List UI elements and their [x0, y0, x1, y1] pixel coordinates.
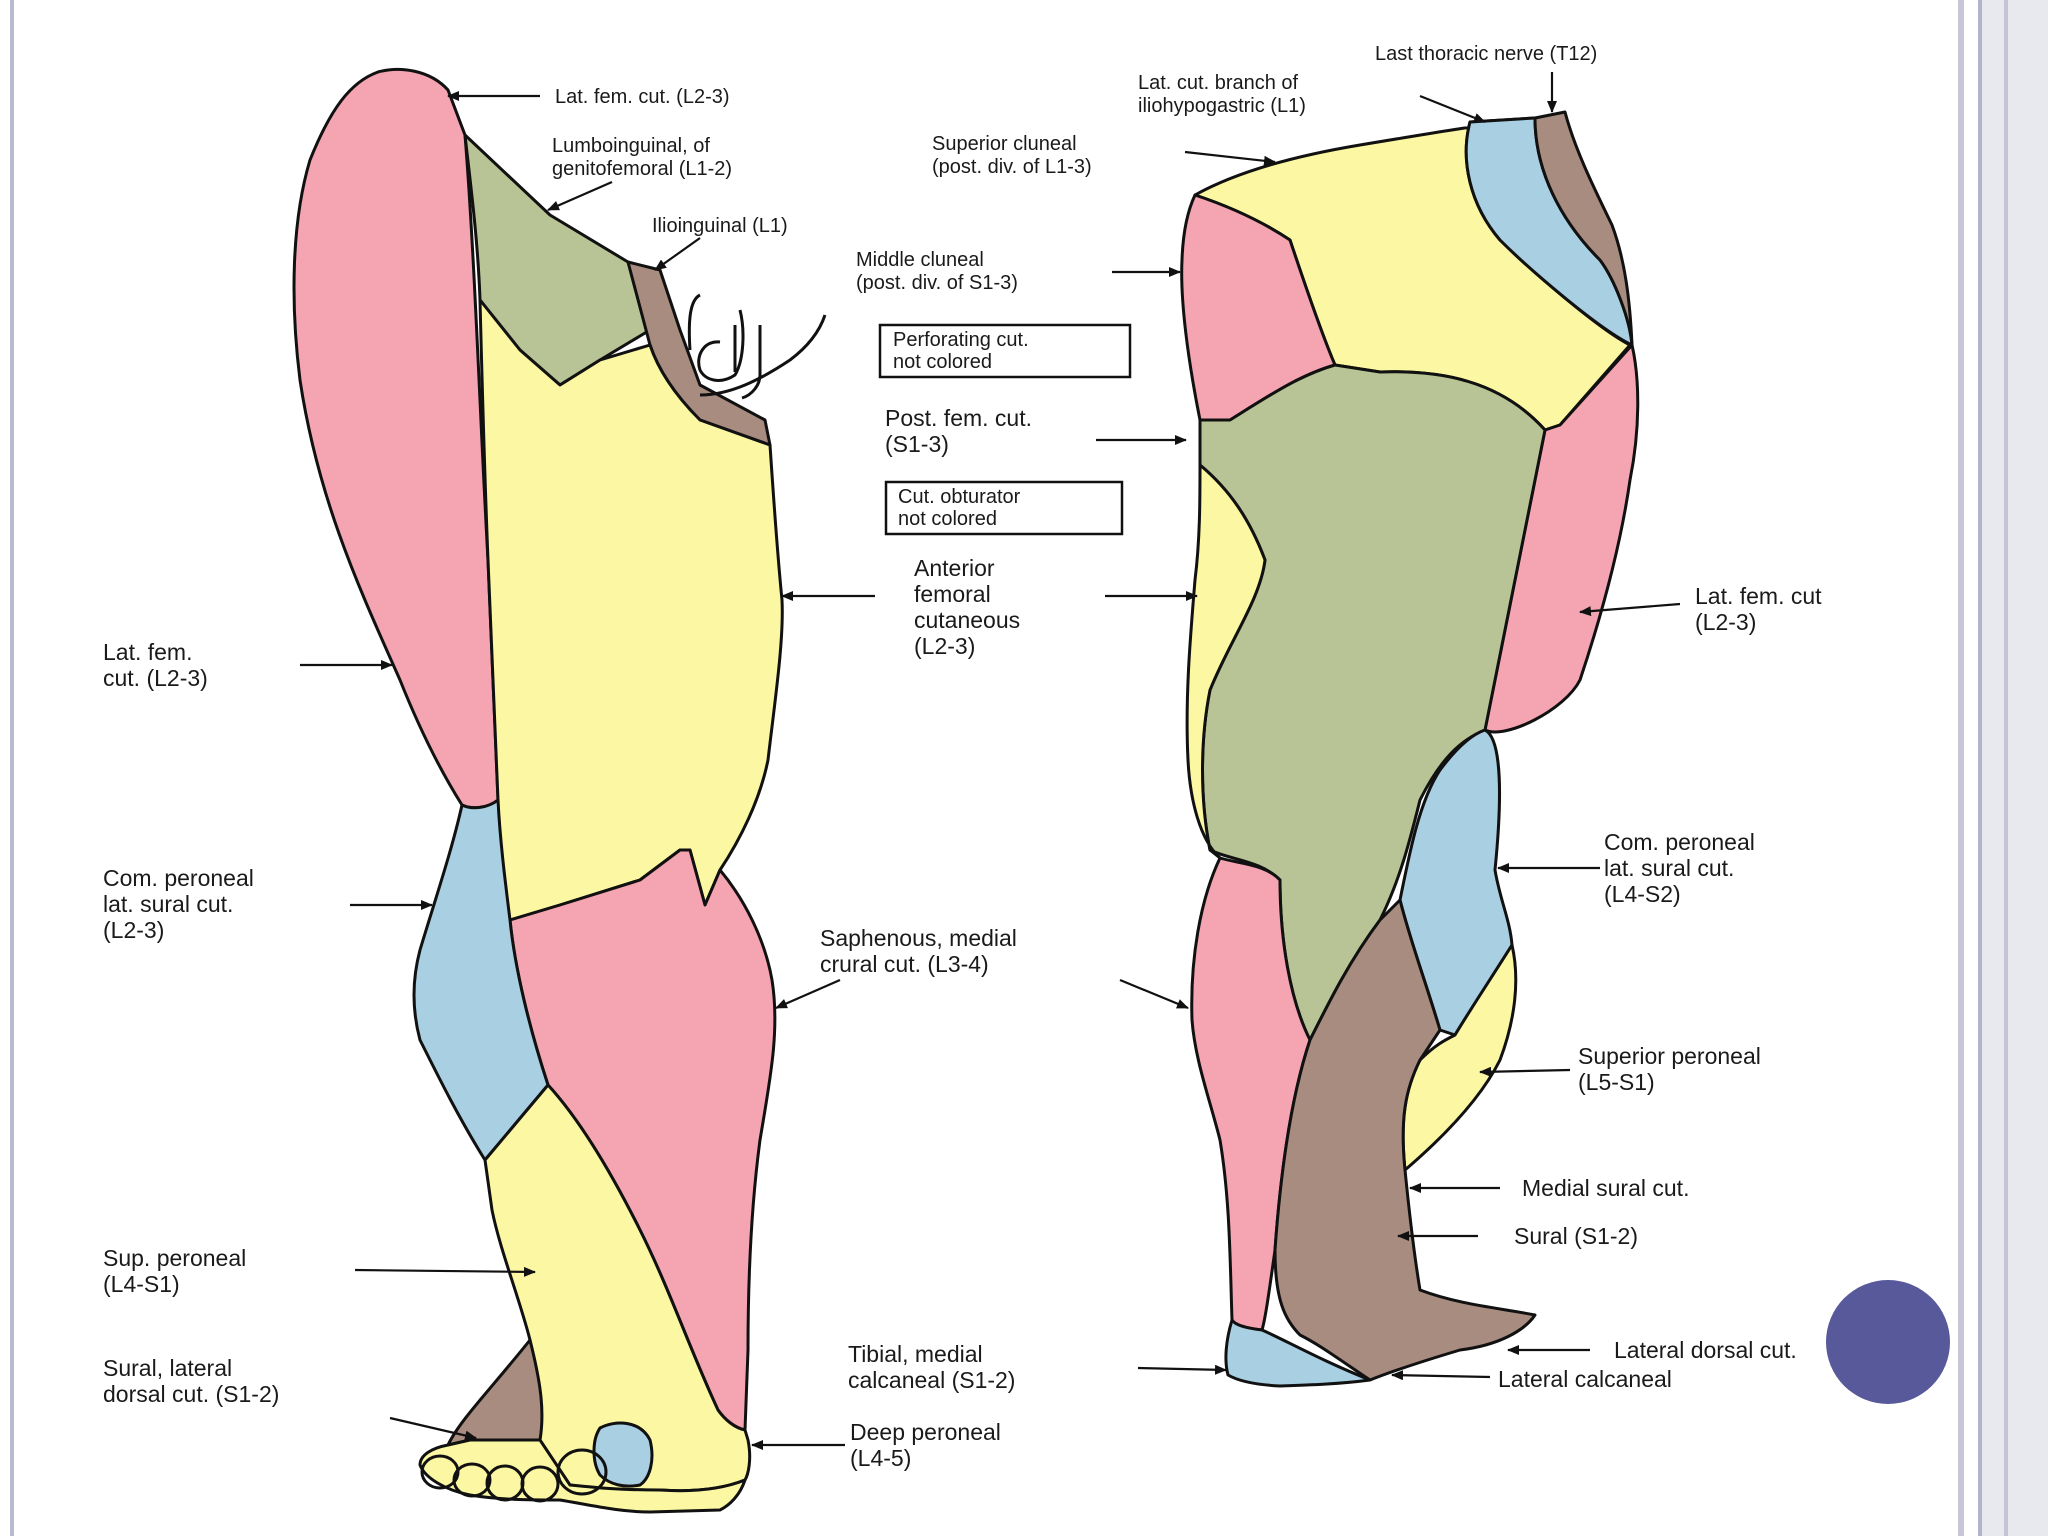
label-sup-peroneal-left-line1: Sup. peroneal — [103, 1245, 246, 1271]
label-lumboinguinal-line1: Lumboinguinal, of — [552, 135, 710, 157]
label-anterior-fem-line2: femoral — [914, 581, 991, 607]
label-saphenous-line1: Saphenous, medial — [820, 925, 1017, 951]
label-superior-peroneal-line2: (L5-S1) — [1578, 1069, 1655, 1095]
label-tibial-line1: Tibial, medial — [848, 1341, 983, 1367]
label-sural-lateral-line2: dorsal cut. (S1-2) — [103, 1381, 279, 1407]
label-anterior-fem-line4: (L2-3) — [914, 633, 975, 659]
label-lat-fem-cut-top: Lat. fem. cut. (L2-3) — [555, 86, 730, 108]
label-com-peroneal-right-line1: Com. peroneal — [1604, 829, 1755, 855]
slide-frame-right-line — [1958, 0, 1964, 1536]
label-lumboinguinal-line2: genitofemoral (L1-2) — [552, 158, 732, 180]
label-cut-obturator-line2: not colored — [898, 508, 997, 530]
label-deep-peroneal-line1: Deep peroneal — [850, 1419, 1001, 1445]
label-lateral-calcaneal: Lateral calcaneal — [1498, 1366, 1672, 1392]
label-post-fem-line1: Post. fem. cut. — [885, 405, 1032, 431]
region-tibial-calcaneal-posterior — [1224, 1318, 1372, 1388]
perforating-box — [878, 323, 1132, 379]
region-sural-posterior — [1273, 898, 1537, 1382]
label-anterior-fem-line1: Anterior — [914, 555, 995, 581]
region-anterior-femoral-anterior — [478, 298, 784, 922]
posterior-leg — [1180, 110, 1640, 1388]
label-ilioinguinal: Ilioinguinal (L1) — [652, 215, 788, 237]
label-lat-fem-cut-left-line2: cut. (L2-3) — [103, 665, 208, 691]
label-last-thoracic: Last thoracic nerve (T12) — [1375, 43, 1597, 65]
toes-anterior — [420, 1448, 608, 1503]
label-perforating-line2: not colored — [893, 351, 992, 373]
region-lat-fem-cut-anterior — [292, 68, 500, 810]
label-post-fem-line2: (S1-3) — [885, 431, 949, 457]
label-deep-peroneal-line2: (L4-5) — [850, 1445, 911, 1471]
region-lumboinguinal-anterior — [463, 133, 652, 387]
slide-nav-dot[interactable] — [1826, 1280, 1950, 1404]
label-tibial-line2: calcaneal (S1-2) — [848, 1367, 1015, 1393]
label-middle-cluneal-line1: Middle cluneal — [856, 249, 984, 271]
label-lateral-dorsal: Lateral dorsal cut. — [1614, 1337, 1797, 1363]
label-lat-cut-branch-line2: iliohypogastric (L1) — [1138, 95, 1306, 117]
region-deep-peroneal-anterior — [592, 1421, 654, 1488]
label-anterior-fem-line3: cutaneous — [914, 607, 1020, 633]
region-sural-lateral-anterior — [446, 1338, 544, 1447]
genital-outline — [687, 293, 827, 397]
label-lat-fem-cut-right-line2: (L2-3) — [1695, 609, 1756, 635]
anterior-leg — [292, 68, 827, 1514]
label-saphenous-line2: crural cut. (L3-4) — [820, 951, 989, 977]
label-superior-cluneal-line2: (post. div. of L1-3) — [932, 156, 1092, 178]
label-sural-lateral-line1: Sural, lateral — [103, 1355, 232, 1381]
region-foot-anterior — [418, 1438, 747, 1514]
label-com-peroneal-right-line2: lat. sural cut. — [1604, 855, 1734, 881]
label-lat-cut-branch-line1: Lat. cut. branch of — [1138, 72, 1299, 94]
label-com-peroneal-left-line3: (L2-3) — [103, 917, 164, 943]
label-superior-peroneal-line1: Superior peroneal — [1578, 1043, 1761, 1069]
region-anterior-femoral-posterior — [1185, 463, 1267, 860]
label-lat-fem-cut-left-line1: Lat. fem. — [103, 639, 192, 665]
label-perforating-line1: Perforating cut. — [893, 329, 1029, 351]
label-superior-cluneal-line1: Superior cluneal — [932, 133, 1077, 155]
arrows — [300, 72, 1681, 1450]
label-sup-peroneal-left-line2: (L4-S1) — [103, 1271, 180, 1297]
label-com-peroneal-left-line1: Com. peroneal — [103, 865, 254, 891]
label-medial-sural: Medial sural cut. — [1522, 1175, 1689, 1201]
label-cut-obturator-line1: Cut. obturator — [898, 486, 1021, 508]
label-middle-cluneal-line2: (post. div. of S1-3) — [856, 272, 1018, 294]
label-sural: Sural (S1-2) — [1514, 1223, 1638, 1249]
region-lat-fem-cut-posterior — [1483, 343, 1640, 734]
slide-frame-right-band — [1978, 0, 2048, 1536]
label-com-peroneal-right-line3: (L4-S2) — [1604, 881, 1681, 907]
label-lat-fem-cut-right-line1: Lat. fem. cut — [1695, 583, 1822, 609]
slide-frame-left — [10, 0, 14, 1536]
cut-obturator-box — [884, 480, 1124, 536]
label-com-peroneal-left-line2: lat. sural cut. — [103, 891, 233, 917]
genital-outline-2 — [733, 325, 762, 400]
